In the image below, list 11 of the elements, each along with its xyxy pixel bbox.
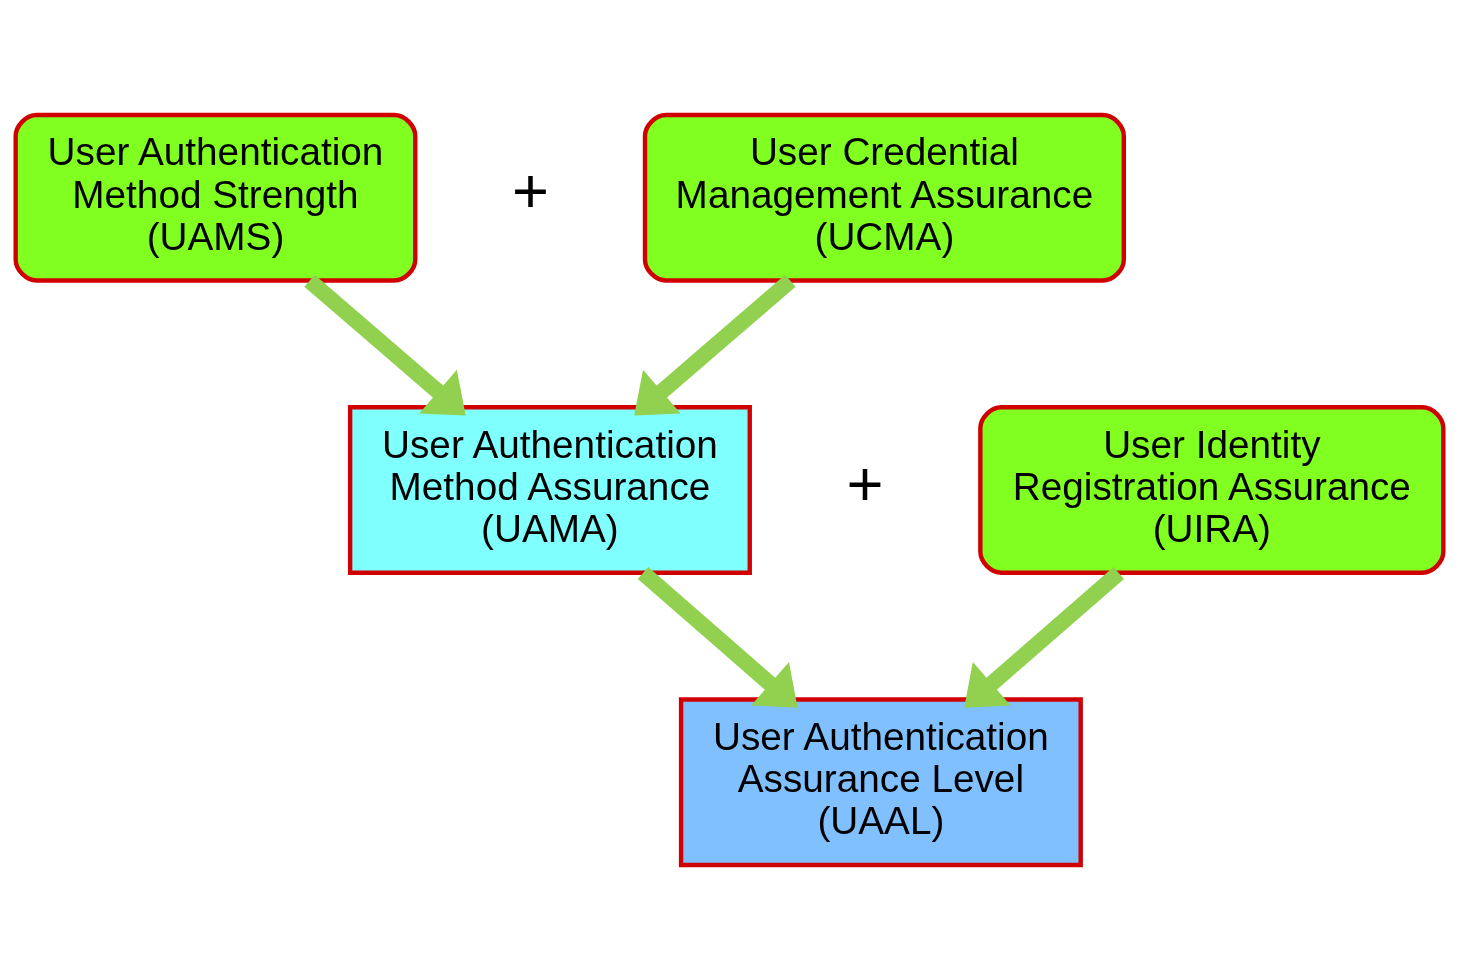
arrow — [634, 274, 796, 416]
label: + — [512, 156, 550, 227]
node-box: User Credential Management Assurance (UCMA) — [642, 112, 1126, 283]
arrow — [637, 566, 798, 708]
node-box: User Identity Registration Assurance (UIRA) — [978, 405, 1446, 575]
node-box: User Authentication Method Assurance (UAMA) — [347, 405, 752, 575]
arrow — [964, 566, 1124, 708]
arrow — [304, 274, 466, 416]
node-box: User Authentication Method Strength (UAMS) — [13, 112, 418, 283]
node-box: User Authentication Assurance Level (UAAL) — [678, 697, 1083, 868]
label: + — [846, 448, 884, 519]
